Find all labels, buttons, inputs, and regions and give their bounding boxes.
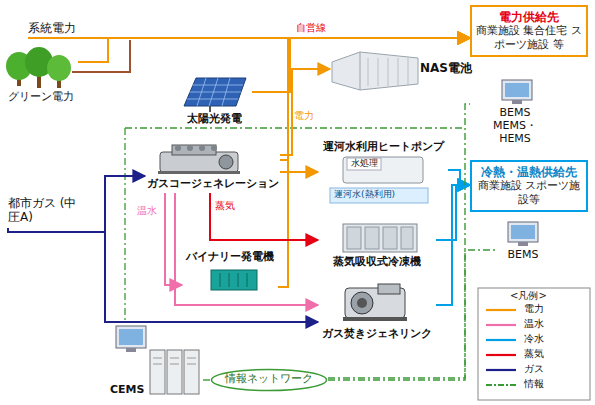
tree-icon [6, 47, 71, 88]
legend-box [478, 288, 590, 400]
node-title: 蒸気吸収式冷凍機 [318, 255, 436, 268]
info-line [125, 127, 465, 128]
computer-icon [502, 80, 532, 104]
node-body: 商業施設 スポーツ施設等 [476, 179, 582, 205]
flow-connector [448, 170, 470, 185]
cems-server: CEMS [108, 325, 203, 397]
flow-connector [175, 193, 318, 305]
genelink-icon [343, 284, 407, 321]
node-title: ガス焚きジェネリンク [318, 327, 436, 340]
green-power: グリーン電力 [4, 50, 78, 106]
nas-battery-icon [332, 52, 418, 90]
bems-terminal: BEMS MEMS・HEMS [470, 78, 560, 146]
legend-sample [486, 354, 516, 356]
node-title: グリーン電力 [4, 90, 78, 103]
legend-text: 冷水 [524, 333, 544, 345]
info-network: 情報ネットワーク [210, 368, 328, 392]
node-title: NAS電池 [420, 61, 474, 75]
flow-connector [210, 193, 318, 240]
flow-connector [203, 379, 210, 380]
node-title: 都市ガス (中圧A) [8, 196, 84, 225]
legend-sample [486, 339, 516, 341]
supply-box: 電力供給先商業施設 集合住宅 スポーツ施設 等 [470, 5, 588, 57]
bems-terminal: BEMS [498, 222, 548, 266]
legend-sample [486, 384, 516, 386]
node-title: 情報ネットワーク [210, 372, 328, 385]
green-power-line [72, 40, 130, 72]
flow-connector [8, 228, 318, 322]
flow-connector [78, 38, 470, 62]
flow-connector [278, 38, 470, 287]
city-gas: 都市ガス (中圧A) [8, 196, 84, 228]
heat-supply-box: 冷熱・温熱供給先商業施設 スポーツ施設等 [470, 160, 588, 212]
flow-connector [280, 38, 470, 160]
gas-genelink: ガス焚きジェネリンク [318, 282, 436, 344]
solar-power: 太陽光発電 [176, 74, 252, 125]
solar-panel-icon [184, 78, 246, 112]
gas-engine-icon [158, 145, 240, 174]
legend-text: ガス [524, 363, 544, 375]
node-title: 電力供給先 [476, 10, 582, 24]
node-body: 商業施設 集合住宅 スポーツ施設 等 [476, 24, 582, 50]
info-line [124, 128, 125, 323]
part-label: 運河水(熱利用) [334, 189, 395, 200]
flow-connector [280, 171, 318, 173]
binary-generator: バイナリー発電機 [182, 250, 278, 298]
legend-text: 蒸気 [524, 348, 544, 360]
node-title: 冷熱・温熱供給先 [476, 165, 582, 179]
node-title: 系統電力 [28, 21, 98, 35]
node-title: 運河水利用ヒートポンプ [318, 140, 448, 153]
legend-text: 温水 [524, 318, 544, 330]
flow-connector [8, 176, 145, 232]
legend-sample [486, 309, 516, 311]
binary-generator-icon [211, 270, 257, 290]
chiller-icon [343, 224, 417, 252]
nas-battery: NAS電池 [330, 48, 474, 90]
edge-label: 温水 [136, 205, 158, 217]
source-label: 系統電力 [28, 21, 98, 37]
computer-icon [508, 222, 538, 246]
part-label: 水処理 [351, 158, 378, 169]
node-title: 太陽光発電 [176, 112, 252, 125]
flow-connector [165, 193, 182, 285]
node-title: BEMS MEMS・HEMS [480, 106, 550, 146]
edge-label: 蒸気 [214, 200, 236, 212]
line-label: 自営線 [296, 22, 326, 34]
cogeneration: ガスコージェネレーション [145, 143, 280, 193]
node-title: CEMS [110, 383, 203, 396]
legend-sample [486, 324, 516, 326]
legend-sample [486, 369, 516, 371]
legend-title: <凡例> [510, 290, 547, 302]
node-title: バイナリー発電機 [182, 250, 278, 263]
edge-label: 電力 [293, 110, 315, 122]
legend-text: 情報 [524, 378, 544, 390]
absorption-chiller: 蒸気吸収式冷凍機 [318, 222, 436, 272]
heat-pump-icon [330, 157, 428, 203]
node-title: ガスコージェネレーション [145, 177, 280, 190]
legend-text: 電力 [524, 303, 544, 315]
node-title: BEMS [498, 248, 548, 261]
flow-connector [328, 250, 498, 380]
